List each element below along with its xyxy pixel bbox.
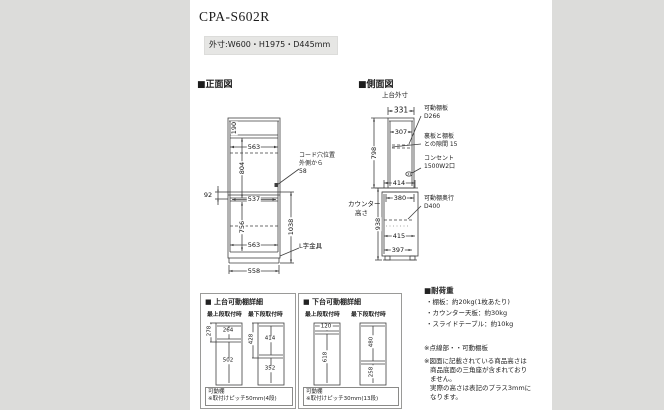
right-margin-band: [552, 0, 664, 410]
side-lower-shelf-note-line2: D400: [424, 203, 441, 210]
upper-detail-dim-414: 414: [263, 335, 277, 342]
front-dim-92: 92: [202, 190, 214, 199]
l-bracket-label: L字金具: [299, 242, 323, 250]
height-footnote-line4: 実際の高さは表記のプラス3mmに: [430, 384, 532, 392]
upper-detail-dim-502: 502: [221, 357, 235, 364]
lower-detail-dim-618: 618: [322, 350, 329, 364]
height-footnote-line1: ※図面に記載されている商品高さは: [424, 357, 527, 365]
height-footnote-line3: ません。: [430, 375, 456, 383]
cord-hole-marker: [274, 183, 278, 187]
load-capacity-title: ■耐荷重: [424, 286, 454, 295]
outlet-icon: [405, 171, 413, 177]
front-view-linework: [215, 117, 300, 274]
lower-detail-dim-258: 258: [368, 365, 375, 379]
front-dim-804: 804: [237, 160, 246, 176]
upper-detail-diagram-bottom-mount: [252, 322, 285, 386]
lower-shelf-detail-box: ■ 下台可動棚詳細 最上段取付時 最下段取付時 可動棚 ※取付けピッチ30mm(…: [298, 293, 402, 409]
left-margin-band: [0, 0, 190, 410]
upper-detail-dim-428: 428: [248, 332, 255, 346]
side-gap-note-line1: 裏板と棚板: [424, 133, 455, 140]
height-footnote-line2: 商品底面の三角座が含まれており: [430, 366, 528, 374]
side-gap-note-line2: との隙間 15: [424, 141, 458, 148]
side-dim-397: 397: [390, 245, 406, 254]
page-title: CPA-S602R: [199, 9, 270, 24]
lower-shelf-pitch-note-box: 可動棚 ※取付けピッチ30mm(13段): [303, 387, 399, 406]
dotted-line-footnote: ※点線部・・可動棚板: [424, 344, 488, 352]
side-outlet-note-line2: 1500W2口: [424, 163, 456, 170]
front-dim-563-bottom: 563: [246, 240, 262, 249]
front-dim-537: 537: [246, 194, 262, 203]
lower-shelf-detail-title: ■ 下台可動棚詳細: [303, 298, 362, 306]
front-view-header: ■正面図: [197, 80, 233, 90]
side-view-header: ■側面図: [358, 80, 394, 90]
side-outlet-note-line1: コンセント: [424, 155, 455, 162]
lower-shelf-pitch-note-line1: 可動棚: [306, 389, 323, 395]
upper-detail-dim-264: 264: [221, 327, 235, 334]
lower-bottom-mount-label: 最下段取付時: [351, 312, 386, 318]
side-dim-380: 380: [392, 193, 408, 202]
upper-shelf-pitch-note-line1: 可動棚: [208, 389, 225, 395]
counter-height-label-line2: 高さ: [355, 209, 368, 217]
lower-top-mount-label: 最上段取付時: [305, 312, 340, 318]
front-dim-756: 756: [237, 219, 246, 235]
front-dim-190: 190: [229, 120, 238, 136]
front-dim-558: 558: [246, 266, 262, 275]
upper-shelf-detail-title: ■ 上台可動棚詳細: [205, 298, 264, 306]
side-dim-331: 331: [392, 105, 410, 115]
upper-bottom-mount-label: 最下段取付時: [248, 312, 283, 318]
load-capacity-item-shelf: ・棚板：約20kg(1枚あたり): [426, 298, 510, 306]
outer-size-box: [204, 36, 338, 55]
upper-shelf-pitch-note-line2: ※取付けピッチ50mm(4段): [208, 396, 277, 402]
front-dim-563-top: 563: [246, 142, 262, 151]
side-dim-938: 938: [373, 216, 382, 232]
side-view-linework: [371, 107, 422, 261]
side-upper-outer-label: 上台外寸: [382, 91, 408, 99]
lower-shelf-pitch-note-line2: ※取付けピッチ30mm(13段): [306, 396, 379, 402]
side-dim-307: 307: [393, 127, 409, 136]
outer-size-text: 外寸:W600・H1975・D445mm: [209, 40, 331, 49]
cord-hole-note-line3: 58: [299, 168, 307, 175]
cord-hole-note-line1: コード穴位置: [299, 152, 336, 159]
upper-detail-dim-352: 352: [263, 365, 277, 372]
side-dim-415: 415: [391, 231, 407, 240]
lower-detail-dim-480: 480: [368, 335, 375, 349]
upper-shelf-detail-box: ■ 上台可動棚詳細 最上段取付時 最下段取付時 可動棚 ※取付けピッチ50mm(…: [200, 293, 296, 409]
cord-hole-note-line2: 外側から: [299, 160, 324, 167]
lower-detail-dim-120: 120: [319, 323, 333, 330]
side-dim-798: 798: [369, 145, 378, 161]
side-lower-shelf-note-line1: 可動棚奥行: [424, 195, 455, 202]
side-shelf-note-line2: D266: [424, 113, 441, 120]
counter-height-label-line1: カウンター: [348, 200, 381, 208]
side-shelf-note-line1: 可動棚板: [424, 105, 449, 112]
height-footnote-line5: なります。: [430, 393, 462, 401]
load-capacity-item-counter: ・カウンター天板：約30kg: [426, 309, 508, 317]
load-capacity-item-slide-table: ・スライドテーブル：約10kg: [426, 320, 514, 328]
upper-shelf-pitch-note-box: 可動棚 ※取付けピッチ50mm(4段): [205, 387, 293, 406]
upper-detail-dim-278: 278: [206, 324, 213, 338]
front-dim-1038: 1038: [286, 217, 295, 237]
upper-top-mount-label: 最上段取付時: [207, 312, 242, 318]
side-dim-414: 414: [391, 178, 407, 187]
